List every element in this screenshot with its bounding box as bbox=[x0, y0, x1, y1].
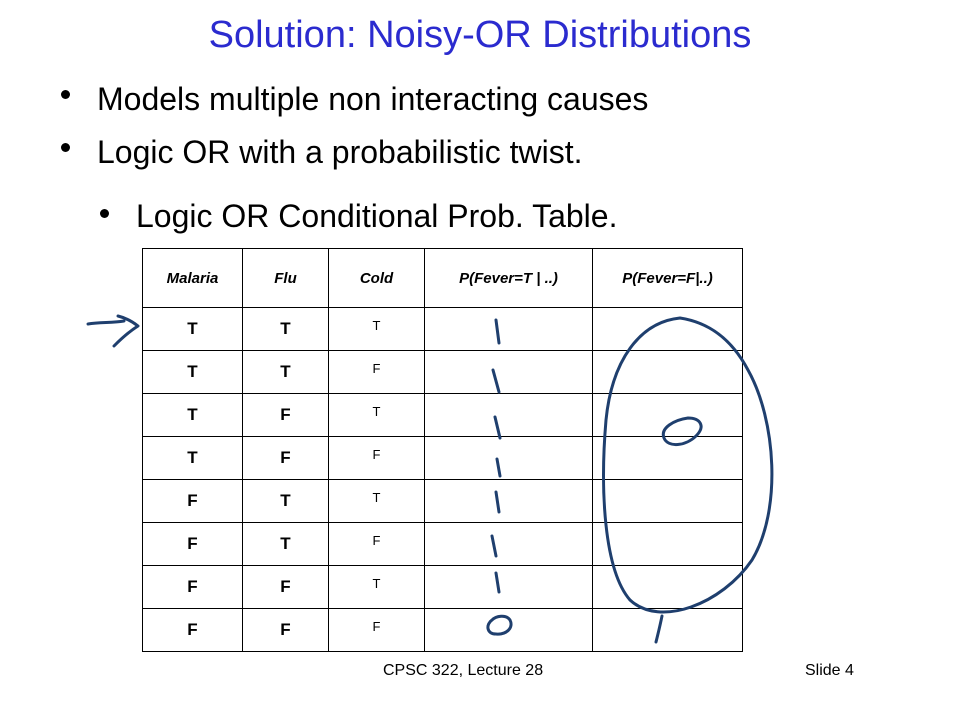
cell-flu: F bbox=[242, 436, 329, 480]
cell-cold-value: T bbox=[372, 489, 381, 505]
bullet-item: Logic OR with a probabilistic twist. bbox=[61, 133, 583, 171]
cell-flu-value: F bbox=[280, 405, 291, 424]
cell-cold: T bbox=[328, 393, 425, 437]
cell-fever-false bbox=[592, 565, 743, 609]
table-header-row: Malaria Flu Cold P(Fever=T | ..) P(Fever… bbox=[142, 248, 743, 308]
cell-malaria: T bbox=[142, 393, 243, 437]
cell-fever-true bbox=[424, 436, 593, 480]
cell-cold: F bbox=[328, 522, 425, 566]
cell-cold-value: F bbox=[372, 532, 381, 548]
bullet-dot bbox=[100, 209, 109, 218]
cell-fever-true bbox=[424, 350, 593, 394]
header-malaria: Malaria bbox=[142, 248, 243, 308]
cell-flu-value: F bbox=[280, 620, 291, 639]
cell-cold-value: T bbox=[372, 575, 381, 591]
cell-cold-value: F bbox=[372, 360, 381, 376]
cell-flu: F bbox=[242, 608, 329, 652]
cell-malaria: F bbox=[142, 479, 243, 523]
cell-fever-false bbox=[592, 350, 743, 394]
cell-cold: F bbox=[328, 350, 425, 394]
cell-malaria-value: T bbox=[187, 405, 198, 424]
slide-title: Solution: Noisy-OR Distributions bbox=[208, 14, 752, 56]
header-fever-true: P(Fever=T | ..) bbox=[424, 248, 593, 308]
header-fever-false: P(Fever=F|..) bbox=[592, 248, 743, 308]
cell-flu-value: T bbox=[280, 534, 291, 553]
cell-cold: T bbox=[328, 479, 425, 523]
cell-cold-value: F bbox=[372, 618, 381, 634]
sub-bullet-item: Logic OR Conditional Prob. Table. bbox=[100, 197, 618, 235]
cell-cold: T bbox=[328, 307, 425, 351]
cell-malaria: F bbox=[142, 565, 243, 609]
sub-bullet-text: Logic OR Conditional Prob. Table. bbox=[136, 198, 618, 234]
bullet-dot bbox=[61, 90, 70, 99]
cell-malaria-value: F bbox=[187, 491, 198, 510]
cell-malaria-value: T bbox=[187, 319, 198, 338]
handwritten-arrow bbox=[86, 314, 140, 348]
bullet-dot bbox=[61, 143, 70, 152]
cell-fever-false bbox=[592, 307, 743, 351]
cell-malaria: F bbox=[142, 608, 243, 652]
cell-cold-value: F bbox=[372, 446, 381, 462]
cell-fever-false bbox=[592, 522, 743, 566]
header-flu: Flu bbox=[242, 248, 329, 308]
cell-malaria-value: T bbox=[187, 448, 198, 467]
cell-fever-true bbox=[424, 608, 593, 652]
cell-cold-value: T bbox=[372, 317, 381, 333]
cell-cold: T bbox=[328, 565, 425, 609]
cell-flu: F bbox=[242, 393, 329, 437]
cell-flu-value: T bbox=[280, 319, 291, 338]
cell-fever-true bbox=[424, 479, 593, 523]
bullet-item: Models multiple non interacting causes bbox=[61, 80, 649, 118]
cell-flu: F bbox=[242, 565, 329, 609]
cell-flu: T bbox=[242, 307, 329, 351]
cell-cold-value: T bbox=[372, 403, 381, 419]
cell-malaria-value: F bbox=[187, 620, 198, 639]
cell-malaria: T bbox=[142, 350, 243, 394]
footer-lecture: CPSC 322, Lecture 28 bbox=[383, 662, 544, 679]
cell-malaria-value: F bbox=[187, 577, 198, 596]
header-cold: Cold bbox=[328, 248, 425, 308]
cell-malaria-value: T bbox=[187, 362, 198, 381]
conditional-probability-table: Malaria Flu Cold P(Fever=T | ..) P(Fever… bbox=[142, 248, 743, 652]
cell-fever-false bbox=[592, 436, 743, 480]
cell-flu-value: F bbox=[280, 577, 291, 596]
footer-slide-number: Slide 4 bbox=[805, 662, 854, 679]
bullet-text: Logic OR with a probabilistic twist. bbox=[97, 134, 583, 170]
cell-fever-false bbox=[592, 608, 743, 652]
cell-fever-true bbox=[424, 393, 593, 437]
cell-cold: F bbox=[328, 608, 425, 652]
cell-malaria: T bbox=[142, 307, 243, 351]
cell-fever-false bbox=[592, 479, 743, 523]
cell-fever-true bbox=[424, 565, 593, 609]
cell-flu-value: T bbox=[280, 362, 291, 381]
cell-malaria: T bbox=[142, 436, 243, 480]
cell-flu-value: F bbox=[280, 448, 291, 467]
cell-fever-true bbox=[424, 522, 593, 566]
cell-flu: T bbox=[242, 479, 329, 523]
cell-cold: F bbox=[328, 436, 425, 480]
cell-flu: T bbox=[242, 522, 329, 566]
bullet-text: Models multiple non interacting causes bbox=[97, 81, 649, 117]
cell-malaria: F bbox=[142, 522, 243, 566]
cell-flu: T bbox=[242, 350, 329, 394]
cell-flu-value: T bbox=[280, 491, 291, 510]
cell-fever-true bbox=[424, 307, 593, 351]
cell-malaria-value: F bbox=[187, 534, 198, 553]
cell-fever-false bbox=[592, 393, 743, 437]
